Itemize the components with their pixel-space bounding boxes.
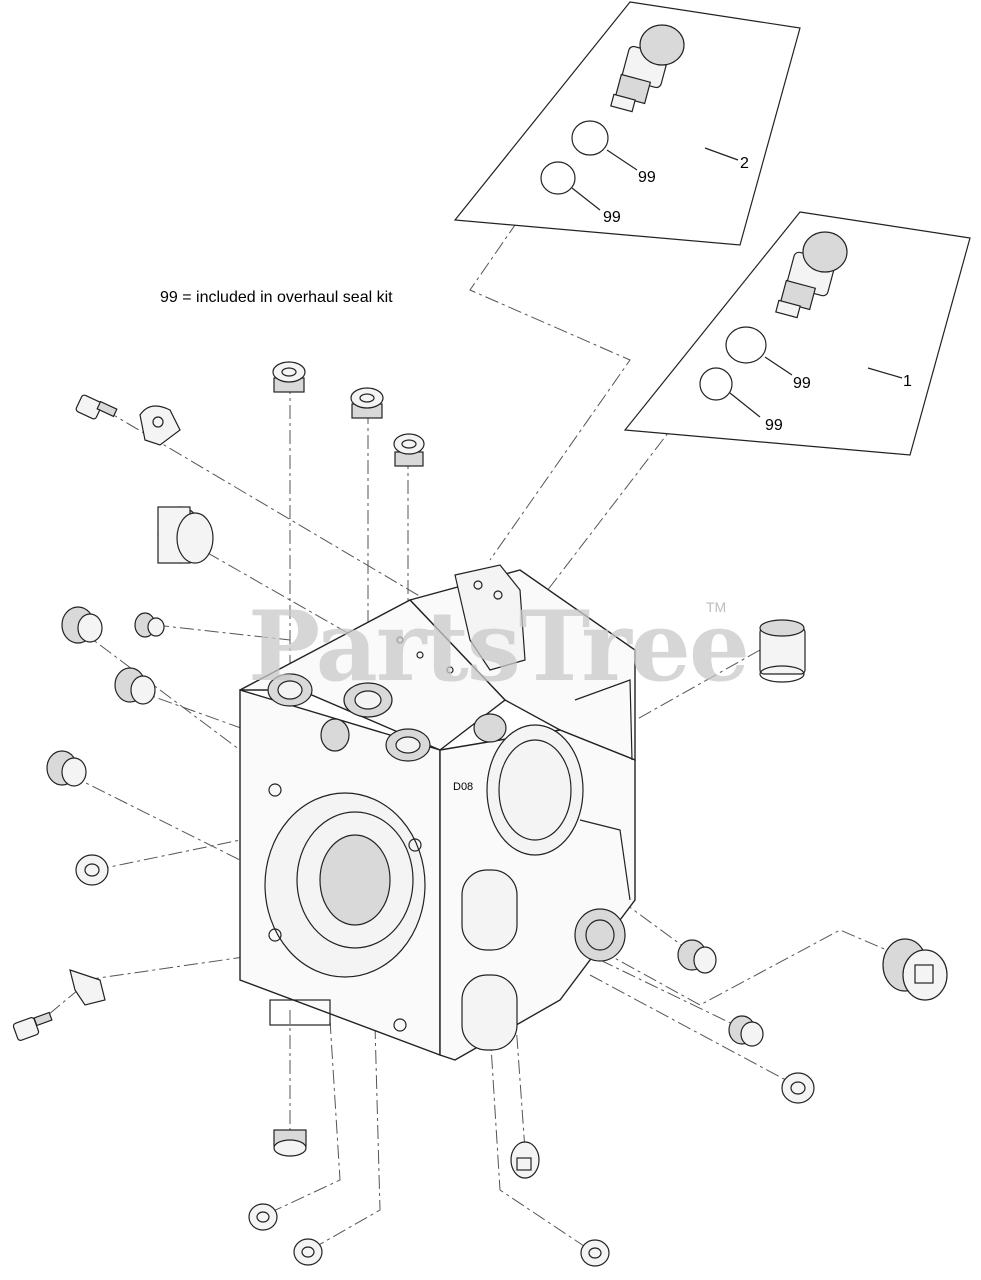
watermark-text: PartsTree (248, 590, 748, 703)
plug-icon[interactable] (272, 361, 306, 393)
o-ring-icon[interactable] (571, 120, 609, 156)
plug-icon[interactable] (61, 606, 103, 644)
cartridge-valve-icon[interactable] (610, 24, 685, 113)
callout-99: 99 (638, 169, 656, 186)
plug-icon[interactable] (157, 506, 214, 564)
plug-icon[interactable] (114, 667, 156, 705)
callout-99: 99 (603, 209, 621, 226)
o-ring-icon[interactable] (699, 367, 733, 401)
callout-99: 99 (793, 375, 811, 392)
plug-icon[interactable] (46, 750, 87, 787)
seal-kit-note: 99 = included in overhaul seal kit (160, 289, 393, 306)
bolt-icon[interactable] (12, 1011, 53, 1042)
plug-icon[interactable] (728, 1015, 764, 1047)
plug-icon[interactable] (293, 1238, 323, 1266)
bracket-icon[interactable] (139, 405, 181, 446)
pump-housing-icon[interactable]: D08 (239, 564, 636, 1061)
plug-icon[interactable] (350, 387, 384, 419)
plug-icon[interactable] (134, 612, 165, 638)
callout-99: 99 (765, 417, 783, 434)
plug-icon[interactable] (510, 1141, 540, 1179)
trademark-mark: TM (706, 599, 726, 615)
watermark: PartsTree TM (248, 590, 750, 703)
plug-icon[interactable] (75, 854, 109, 886)
callout-2: 2 (740, 155, 749, 172)
bushing-icon[interactable] (759, 619, 806, 683)
kit-2-panel: 99 99 2 (453, 1, 801, 246)
plug-icon[interactable] (248, 1203, 278, 1231)
plug-icon[interactable] (580, 1239, 610, 1267)
plug-icon[interactable] (781, 1072, 815, 1104)
casting-mark: D08 (453, 781, 473, 793)
o-ring-icon[interactable] (725, 326, 767, 364)
callout-1: 1 (903, 373, 912, 390)
o-ring-icon[interactable] (540, 161, 576, 195)
bracket-icon[interactable] (69, 969, 106, 1006)
bolt-icon[interactable] (75, 394, 118, 420)
plug-icon[interactable] (677, 939, 717, 974)
plug-icon[interactable] (882, 938, 948, 1001)
kit-1-panel: 99 99 1 (623, 211, 971, 456)
plug-icon[interactable] (393, 433, 425, 467)
cartridge-valve-icon[interactable] (775, 231, 848, 319)
plug-icon[interactable] (273, 1129, 307, 1157)
fittings (12, 361, 948, 1267)
